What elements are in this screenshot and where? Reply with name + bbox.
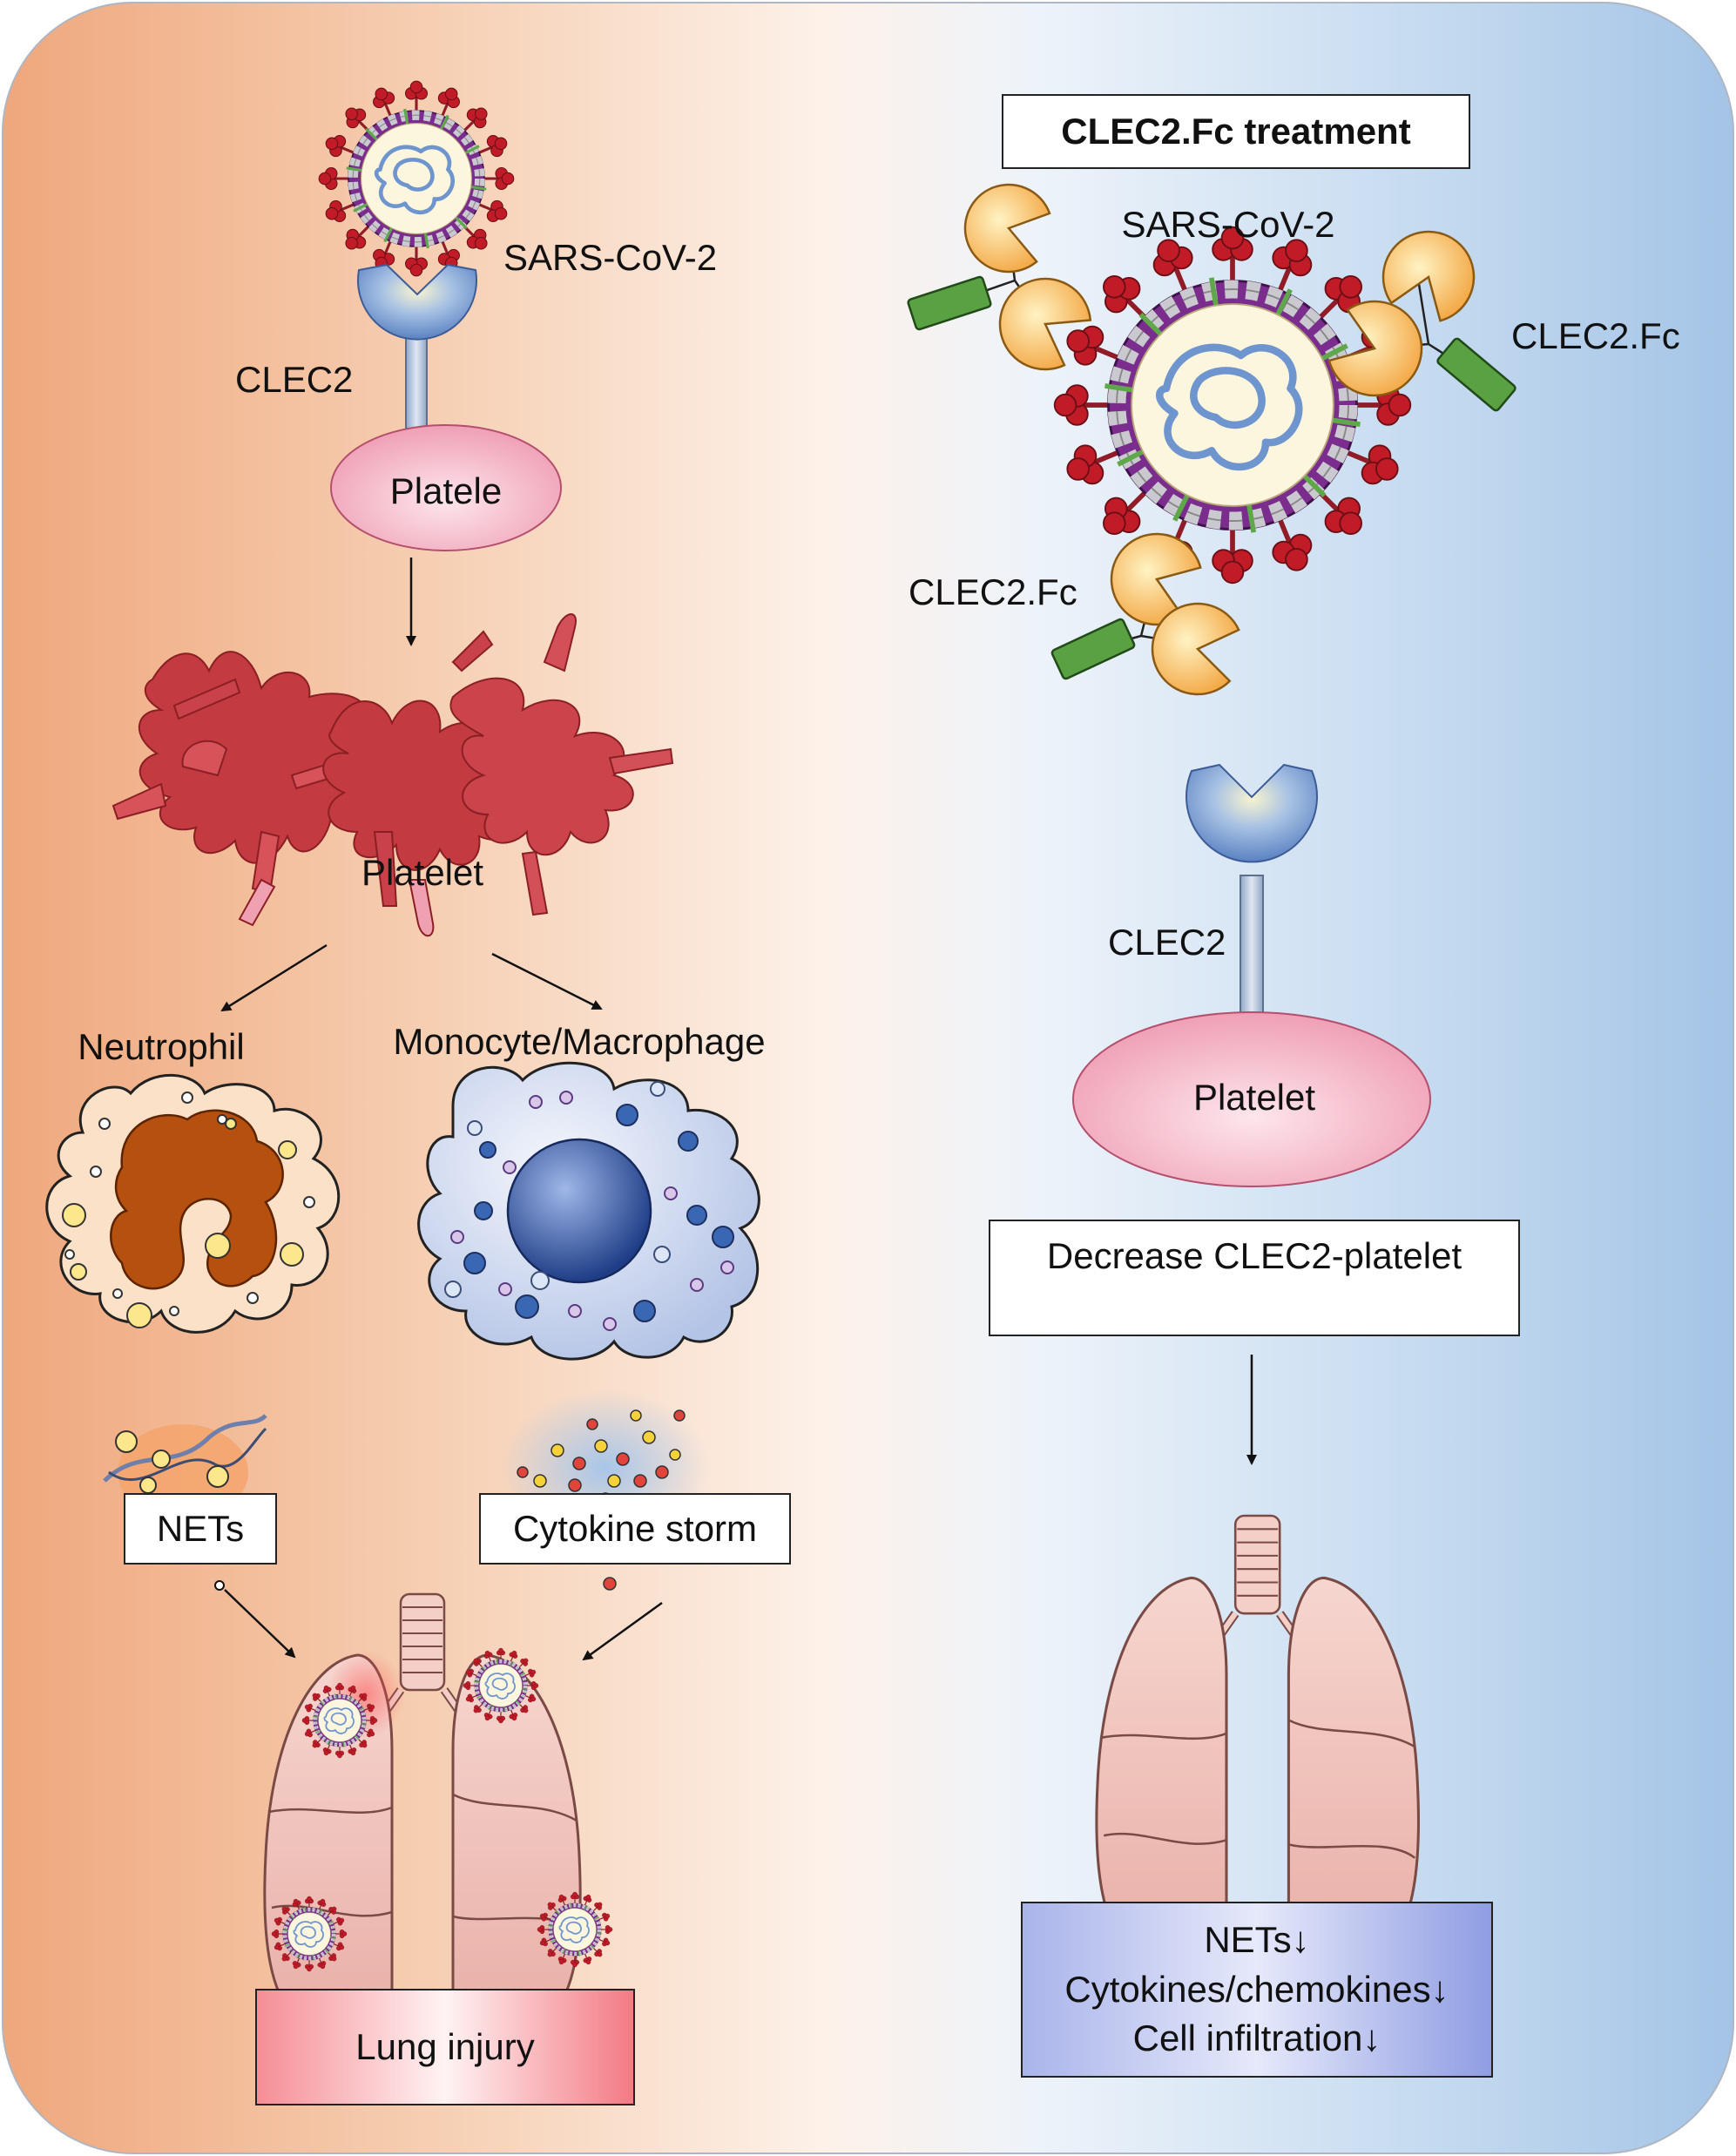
- lung-injury-box: Lung injury: [255, 1989, 635, 2105]
- neutrophil-cell: [45, 1073, 341, 1334]
- cytokine-storm-box: Cytokine storm: [479, 1493, 791, 1565]
- resting-platelet-left: [330, 424, 562, 551]
- activated-platelet-label: Platelet: [361, 852, 484, 893]
- nets-box: NETs: [124, 1493, 277, 1565]
- virus-label-left: SARS-CoV-2: [503, 237, 718, 278]
- sars-cov-2-virus-left: [318, 80, 515, 277]
- outcome-line-cytokines: Cytokines/chemokines↓: [1064, 1968, 1449, 2010]
- treatment-title-box: CLEC2.Fc treatment: [1002, 94, 1470, 169]
- nets-connector-dot: [214, 1580, 225, 1591]
- decrease-box: Decrease CLEC2-platelet: [989, 1220, 1520, 1336]
- cytokine-connector-dot: [603, 1577, 617, 1591]
- arrow-nets-to-lung: [224, 1589, 296, 1659]
- clec2-receptor-left: [357, 263, 477, 429]
- macrophage-cell: [417, 1061, 760, 1361]
- arrow-to-neutrophil: [220, 943, 328, 1012]
- clec2-fc-bottom: [1050, 532, 1240, 696]
- sars-cov-2-virus-right: [1053, 226, 1412, 585]
- platelet-label-right: Platelet: [1192, 1077, 1316, 1118]
- lung-virus-1: [301, 1682, 378, 1759]
- lung-virus-3: [271, 1896, 348, 1972]
- arrow-cytokine-to-lung: [582, 1601, 663, 1661]
- platelet-right: [1072, 1011, 1431, 1187]
- resting-platelet-label: Platele: [389, 470, 503, 511]
- fc-label-right: CLEC2.Fc: [1511, 315, 1680, 356]
- arrow-to-macrophage: [491, 952, 603, 1010]
- lung-virus-4: [537, 1891, 613, 1968]
- fc-label-left: CLEC2.Fc: [909, 571, 1077, 612]
- lung-right: [1095, 1514, 1421, 1967]
- outcome-line-nets: NETs↓: [1204, 1918, 1310, 1960]
- clec2-fc-top-left: [907, 183, 1092, 371]
- clec2-label-right: CLEC2: [1108, 922, 1226, 963]
- virus-label-right: SARS-CoV-2: [1121, 204, 1335, 245]
- activated-platelets: [111, 613, 674, 937]
- clec2-label-left: CLEC2: [235, 359, 354, 400]
- outcome-line-infiltration: Cell infiltration↓: [1132, 2017, 1381, 2059]
- neutrophil-label: Neutrophil: [78, 1026, 245, 1067]
- clec2-fc-right: [1327, 230, 1516, 412]
- lung-virus-2: [463, 1647, 539, 1724]
- macrophage-label: Monocyte/Macrophage: [393, 1021, 766, 1062]
- outcome-box: NETs↓ Cytokines/chemokines↓ Cell infiltr…: [1021, 1902, 1493, 2078]
